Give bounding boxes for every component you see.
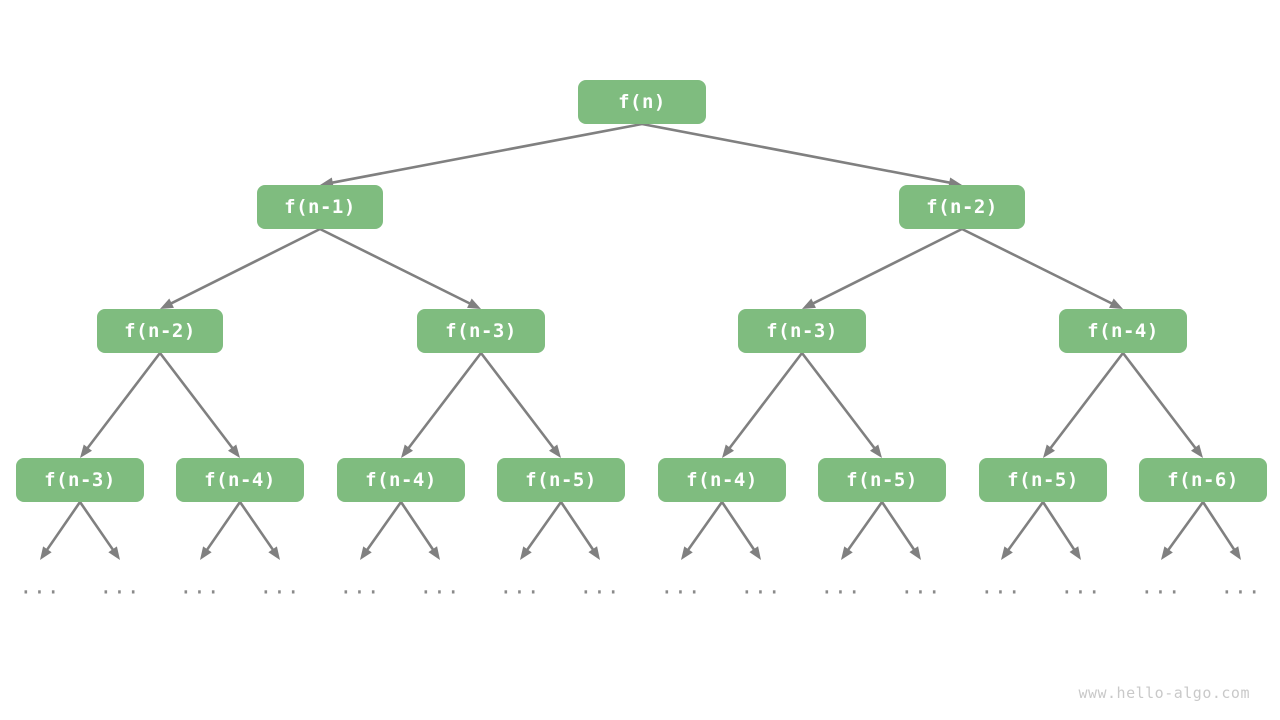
tree-node[interactable]: f(n-1) [257,185,383,229]
edge-n6-n13 [1043,352,1125,458]
ellipsis-marker: ... [179,574,221,599]
tree-node[interactable]: f(n-5) [979,458,1107,502]
edge-n2-n6 [961,227,1123,309]
ellipsis-marker: ... [419,574,461,599]
leaf-edge-13 [1041,501,1081,560]
ellipsis-marker: ... [900,574,942,599]
leaf-edge-10 [841,501,884,560]
edge-n0-n1 [320,122,643,188]
edge-n5-n12 [800,352,882,458]
edge-n3-n8 [158,352,240,458]
ellipsis-marker: ... [499,574,541,599]
watermark: www.hello-algo.com [1078,684,1250,702]
tree-node[interactable]: f(n-4) [1059,309,1187,353]
tree-node[interactable]: f(n-2) [97,309,223,353]
tree-node[interactable]: f(n-4) [176,458,304,502]
tree-node[interactable]: f(n-4) [337,458,465,502]
leaf-edge-0 [40,501,82,560]
ellipsis-marker: ... [820,574,862,599]
leaf-edge-12 [1001,501,1045,560]
tree-node[interactable]: f(n-4) [658,458,786,502]
ellipsis-marker: ... [1140,574,1182,599]
ellipsis-marker: ... [579,574,621,599]
tree-node[interactable]: f(n-3) [738,309,866,353]
ellipsis-marker: ... [19,574,61,599]
tree-node[interactable]: f(n-3) [417,309,545,353]
leaf-edge-7 [559,501,600,560]
edge-n3-n7 [80,352,162,458]
ellipsis-marker: ... [339,574,381,599]
leaf-edge-2 [200,501,242,560]
tree-node[interactable]: f(n-6) [1139,458,1267,502]
leaf-edge-8 [681,501,724,560]
tree-node[interactable]: f(n-5) [497,458,625,502]
leaf-edge-9 [720,501,761,560]
leaf-edge-11 [880,501,921,560]
edge-n5-n11 [722,352,804,458]
tree-node[interactable]: f(n-3) [16,458,144,502]
ellipsis-marker: ... [980,574,1022,599]
leaf-edge-14 [1161,501,1205,560]
edge-n0-n2 [641,122,962,188]
ellipsis-marker: ... [99,574,141,599]
edge-n2-n5 [802,227,963,309]
ellipsis-marker: ... [740,574,782,599]
edge-n1-n4 [319,227,481,309]
leaf-edge-15 [1201,501,1241,560]
leaf-edge-4 [360,501,403,560]
ellipsis-marker: ... [660,574,702,599]
leaf-edge-1 [78,501,120,560]
edge-n1-n3 [160,227,321,309]
tree-node[interactable]: f(n-5) [818,458,946,502]
ellipsis-marker: ... [259,574,301,599]
ellipsis-marker: ... [1060,574,1102,599]
leaf-edge-6 [520,501,563,560]
ellipsis-marker: ... [1220,574,1262,599]
leaf-edge-3 [238,501,280,560]
edge-n4-n10 [479,352,561,458]
edge-n6-n14 [1121,352,1203,458]
tree-node[interactable]: f(n-2) [899,185,1025,229]
tree-node[interactable]: f(n) [578,80,706,124]
edge-n4-n9 [401,352,483,458]
leaf-edge-5 [399,501,440,560]
